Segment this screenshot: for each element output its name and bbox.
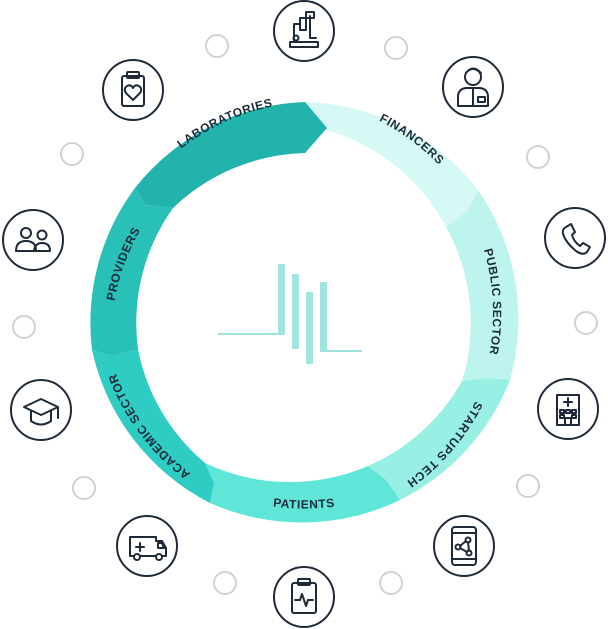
dot bbox=[205, 34, 229, 58]
dot bbox=[12, 315, 36, 339]
clipboard-pulse-icon bbox=[273, 566, 335, 628]
decorative-dots bbox=[12, 34, 598, 595]
people-icon bbox=[2, 209, 64, 271]
bars-logo-icon bbox=[218, 264, 362, 364]
dot bbox=[574, 311, 598, 335]
dot bbox=[213, 571, 237, 595]
dot bbox=[72, 476, 96, 500]
segment-providers bbox=[90, 188, 173, 356]
dot bbox=[384, 36, 408, 60]
graduation-cap-icon bbox=[10, 379, 72, 441]
segment-financers bbox=[305, 102, 478, 227]
dot bbox=[516, 474, 540, 498]
label-patients: PATIENTS bbox=[273, 496, 336, 512]
segment-laboratories bbox=[135, 102, 327, 208]
label-patients-text: PATIENTS bbox=[273, 496, 335, 512]
ring bbox=[90, 102, 519, 523]
segment-startups-tech bbox=[368, 378, 510, 500]
segment-public-sector bbox=[446, 190, 519, 381]
dot bbox=[526, 145, 550, 169]
dot bbox=[379, 571, 403, 595]
dot bbox=[60, 142, 84, 166]
smartphone-network-icon bbox=[433, 515, 495, 577]
phone-icon bbox=[544, 207, 606, 269]
hospital-icon bbox=[537, 378, 599, 440]
segment-patients bbox=[205, 463, 400, 523]
segment-academic-sector bbox=[92, 349, 214, 503]
doctor-icon bbox=[442, 56, 504, 118]
ambulance-icon bbox=[116, 515, 178, 577]
clipboard-heart-icon bbox=[102, 59, 164, 121]
microscope-icon bbox=[273, 0, 335, 62]
